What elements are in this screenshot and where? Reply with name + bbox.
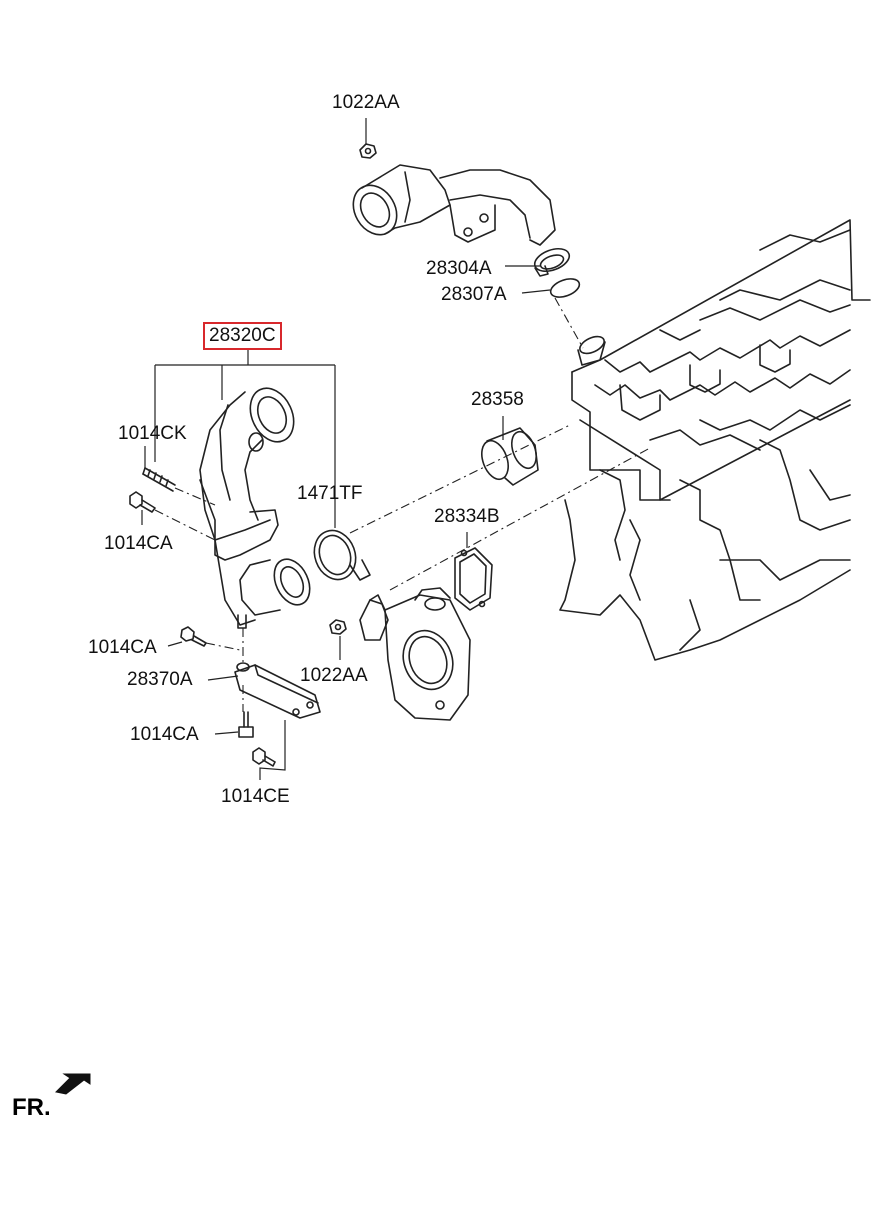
engine-block — [559, 219, 871, 661]
bolt-1014ca-lower1 — [180, 626, 207, 647]
top-nut — [359, 143, 377, 159]
sleeve-28358 — [481, 427, 539, 486]
o-ring — [549, 278, 581, 298]
label-1014ca-upper[interactable]: 1014CA — [104, 533, 173, 554]
label-1014ck[interactable]: 1014CK — [118, 423, 187, 444]
label-28320c[interactable]: 28320C — [203, 322, 282, 350]
throttle-housing — [359, 587, 471, 721]
clamp-1471tf — [313, 529, 371, 581]
bolt-1014ca-upper — [129, 491, 156, 513]
block-outlet — [577, 335, 606, 366]
label-1022aa-lower[interactable]: 1022AA — [300, 665, 368, 686]
label-1014ce[interactable]: 1014CE — [221, 786, 290, 807]
label-1014ca-lower2[interactable]: 1014CA — [130, 724, 199, 745]
bolt-1014ce — [252, 747, 276, 767]
label-28358[interactable]: 28358 — [471, 389, 524, 410]
gasket-28334b — [454, 547, 493, 611]
stud-1014ck — [142, 467, 176, 492]
top-clamp — [533, 247, 571, 277]
bolt-1014ca-lower2 — [238, 711, 254, 738]
lower-nut — [329, 619, 347, 635]
bracket-28370a — [234, 662, 321, 719]
label-28370a[interactable]: 28370A — [127, 669, 193, 690]
label-1471tf[interactable]: 1471TF — [297, 483, 363, 504]
front-direction-label: FR. — [12, 1094, 51, 1121]
label-28307a[interactable]: 28307A — [441, 284, 507, 305]
label-28304a[interactable]: 28304A — [426, 258, 492, 279]
label-1022aa-top[interactable]: 1022AA — [332, 92, 400, 113]
main-pipe — [199, 387, 311, 629]
front-arrow-icon — [54, 1073, 91, 1095]
label-1014ca-lower1[interactable]: 1014CA — [88, 637, 157, 658]
upper-pipe — [352, 164, 556, 246]
label-28334b[interactable]: 28334B — [434, 506, 500, 527]
